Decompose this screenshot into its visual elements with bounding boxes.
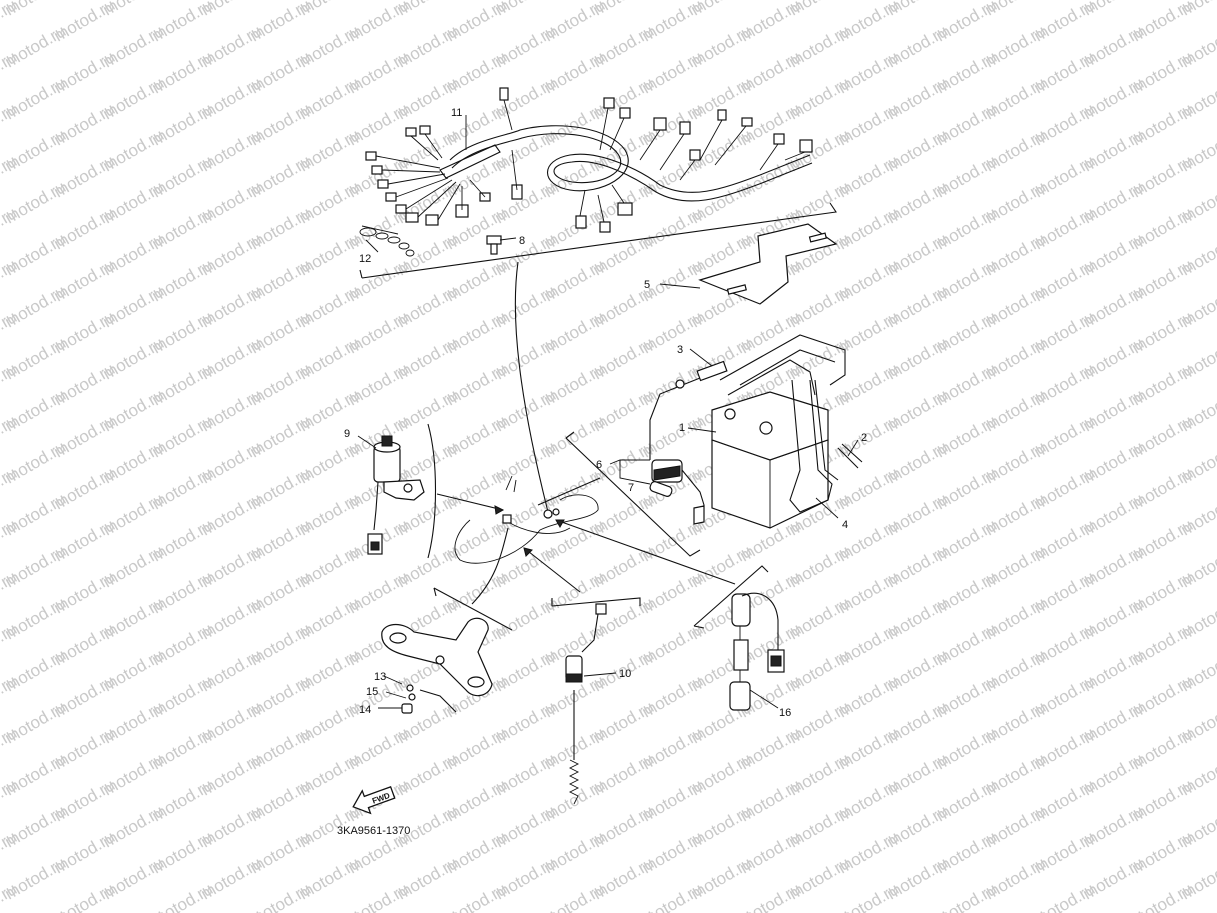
callout-7: 7 (628, 482, 634, 494)
fuse-3 (696, 360, 728, 382)
callout-3: 3 (677, 344, 683, 356)
neutral-switch-10 (551, 597, 641, 805)
diagram-code: 3KA9561-1370 (337, 825, 410, 837)
watermark-text: motod.ru (982, 905, 1050, 913)
breather-2 (837, 443, 863, 469)
watermark-text: motod.ru (786, 905, 854, 913)
battery-assembly (565, 334, 863, 557)
sensor-16 (693, 565, 785, 711)
callout-2: 2 (861, 432, 867, 444)
bracket-5 (698, 223, 838, 305)
callout-8: 8 (519, 235, 525, 247)
band-4 (789, 379, 833, 513)
watermark-text: motod.ru (492, 905, 560, 913)
watermark-text: motod.ru (2, 905, 70, 913)
switch-bracket (381, 587, 513, 714)
wire-harness-group (359, 87, 837, 279)
watermark-text: motod.ru (884, 905, 952, 913)
main-switch-9 (367, 423, 437, 559)
watermark-text: motod.ru (688, 905, 756, 913)
callout-10: 10 (619, 668, 631, 680)
callout-9: 9 (344, 428, 350, 440)
callout-labels: 11 8 12 5 3 1 2 4 6 7 9 10 16 13 15 14 (344, 107, 867, 719)
callout-15: 15 (366, 686, 378, 698)
callout-13: 13 (374, 671, 386, 683)
starter-relay-6 (651, 459, 683, 483)
watermark-text: motod.ru (1178, 905, 1217, 913)
center-cluster (436, 261, 736, 605)
callout-leaders (357, 115, 859, 709)
bolt-8 (486, 235, 502, 255)
callout-14: 14 (359, 704, 371, 716)
callout-5: 5 (644, 279, 650, 291)
watermark-text: motod.ru (0, 0, 20, 45)
watermark-text: motod.ru (590, 905, 658, 913)
callout-12: 12 (359, 253, 371, 265)
callout-1: 1 (679, 422, 685, 434)
watermark-text: motod.ru (394, 905, 462, 913)
watermark-text: motod.ru (198, 905, 266, 913)
callout-6: 6 (596, 459, 602, 471)
harness-sleeve (449, 125, 811, 193)
clamp-12 (359, 225, 415, 257)
watermark-text: motod.ru (296, 905, 364, 913)
relay-cover-7 (649, 481, 673, 497)
callout-11: 11 (451, 107, 462, 119)
watermark-text: motod.ru (1080, 905, 1148, 913)
watermark-text: motod.ru (100, 905, 168, 913)
callout-4: 4 (842, 519, 848, 531)
callout-16: 16 (779, 707, 791, 719)
